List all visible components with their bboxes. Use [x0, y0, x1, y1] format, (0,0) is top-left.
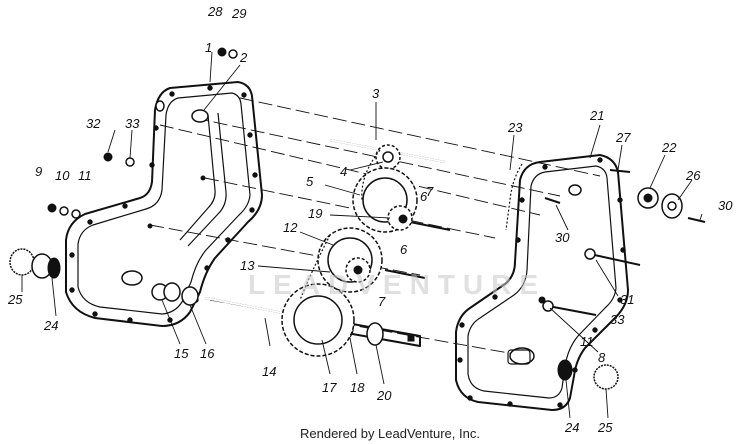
callout-label: 32 [86, 116, 101, 131]
callout-label: 6 [400, 242, 408, 257]
callout-label: 19 [308, 206, 322, 221]
callout-label: 13 [240, 258, 255, 273]
callout-label: 6 [420, 189, 428, 204]
callout-label: 17 [322, 380, 337, 395]
callout-label: 23 [507, 120, 523, 135]
callout-label: 31 [620, 292, 634, 307]
callout-label: 14 [262, 364, 276, 379]
callout-label: 12 [283, 220, 298, 235]
callout-label: 33 [125, 116, 140, 131]
watermark: LEADVENTURE [248, 269, 546, 300]
callout-label: 3 [372, 86, 380, 101]
hardware [9, 47, 706, 390]
callout-label: 28 [207, 4, 223, 19]
callout-label: 5 [306, 174, 314, 189]
callout-label: 16 [200, 346, 215, 361]
callout-label: 15 [174, 346, 189, 361]
callout-label: 1 [205, 40, 212, 55]
callout-label: 21 [589, 108, 604, 123]
callout-label: 10 [55, 168, 70, 183]
callout-label: 22 [661, 140, 677, 155]
callout-label: 4 [340, 164, 347, 179]
callout-label: 11 [78, 168, 92, 183]
callout-label: 30 [718, 198, 733, 213]
leader-lines [21, 51, 703, 419]
callout-label: 30 [555, 230, 570, 245]
callout-label: 25 [7, 292, 23, 307]
callout-label: 2 [239, 50, 248, 65]
callout-label: 18 [350, 380, 365, 395]
callout-label: 7 [378, 294, 386, 309]
callout-label: 26 [685, 168, 701, 183]
callout-label: 11 [580, 334, 594, 349]
sprockets [281, 144, 418, 357]
callout-label: 24 [43, 318, 58, 333]
callout-label: 7 [426, 184, 434, 199]
callout-label: 29 [231, 6, 246, 21]
callout-labels: 1 2 3 4 5 6 6 7 7 8 9 10 11 11 12 13 14 … [7, 4, 733, 435]
callout-label: 8 [598, 350, 606, 365]
footer-credit: Rendered by LeadVenture, Inc. [300, 426, 480, 441]
callout-label: 27 [615, 130, 631, 145]
callout-label: 33 [610, 312, 625, 327]
callout-label: 20 [376, 388, 392, 403]
callout-label: 24 [564, 420, 579, 435]
left-chaincase-housing [65, 81, 263, 327]
callout-label: 9 [35, 164, 42, 179]
right-chaincase-housing [455, 154, 629, 411]
callout-label: 25 [597, 420, 613, 435]
